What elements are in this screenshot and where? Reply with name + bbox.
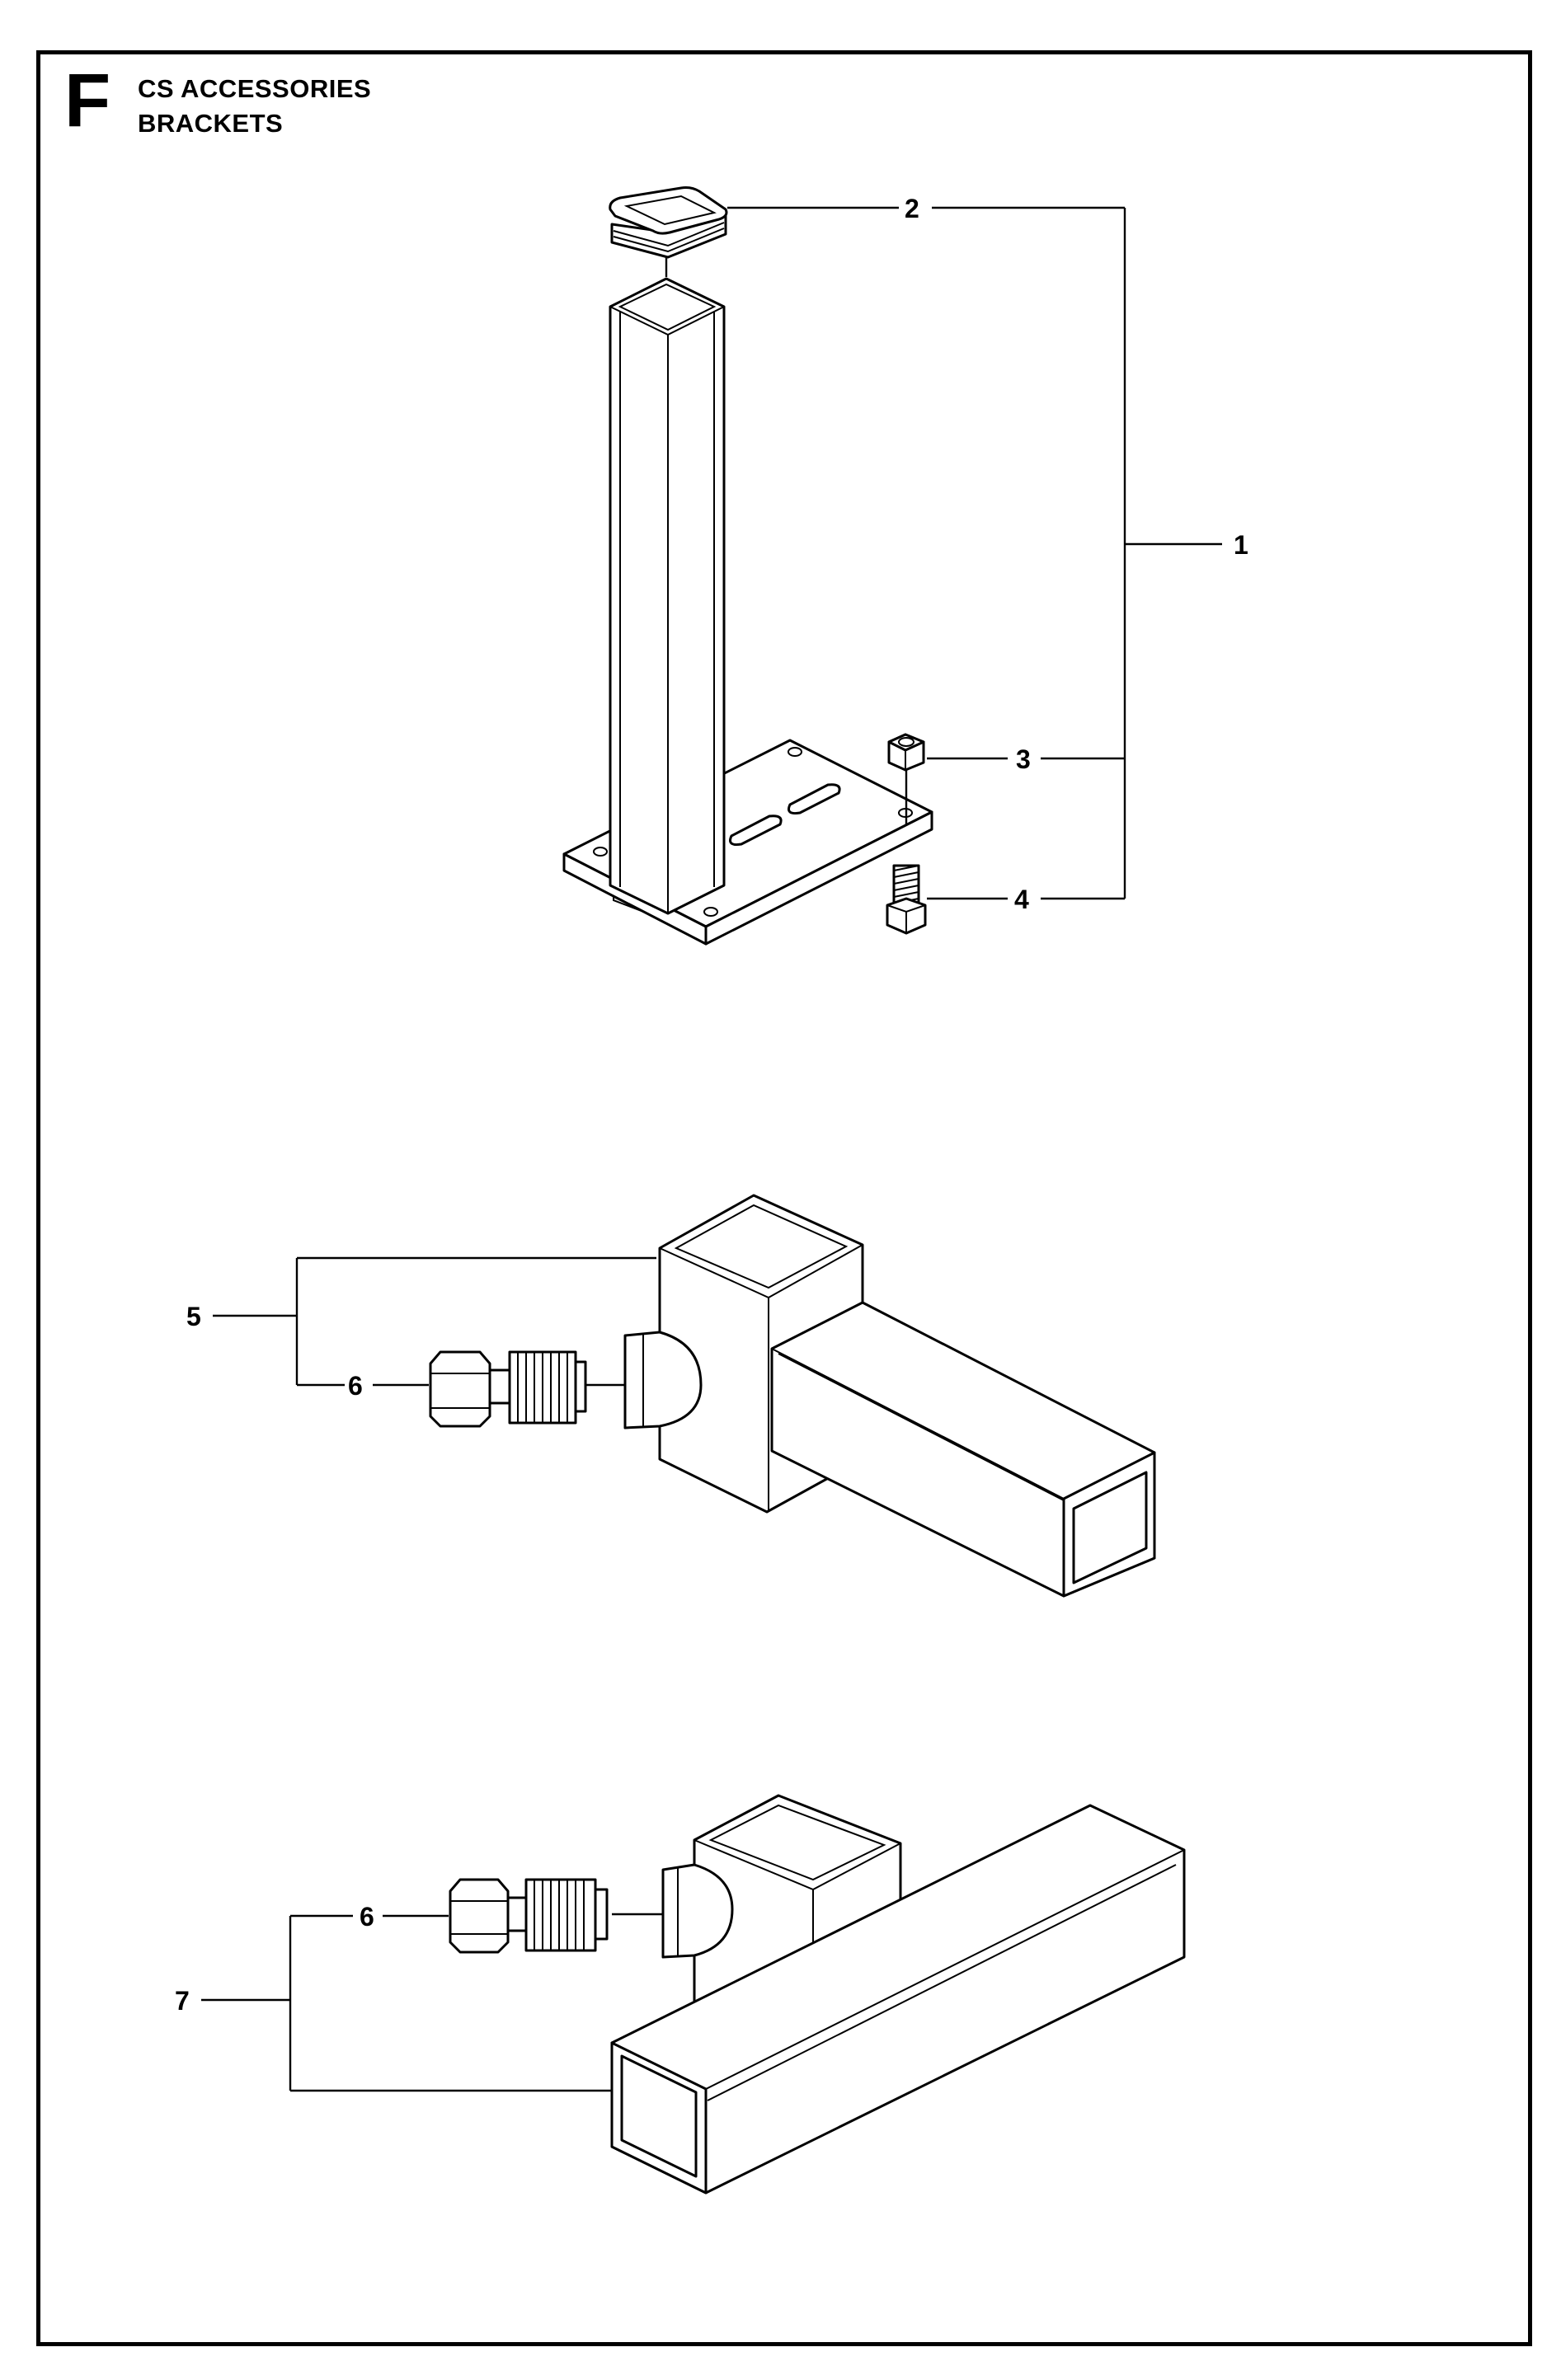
callout-1: 1 [1234,530,1248,560]
cross-t-screw [449,1878,609,1954]
end-cap [609,186,728,277]
title-line-2: BRACKETS [138,109,284,138]
square-post [609,277,726,915]
cross-horizontal-tube [610,1804,1186,2195]
leader-lines-assembly-1 [727,206,1222,900]
callout-6-upper: 6 [348,1371,363,1401]
threaded-boss [584,1331,703,1429]
cross-bracket-assembly: 6 7 [175,1794,1186,2195]
callout-5: 5 [186,1302,201,1331]
callout-3: 3 [1016,744,1031,774]
section-letter: F [64,59,111,143]
callout-6-lower: 6 [360,1902,374,1932]
leader-lines-assembly-2 [213,1256,656,1387]
t-screw [429,1350,587,1428]
leader-lines-assembly-3 [201,1914,612,2092]
callout-7: 7 [175,1986,190,2016]
title-line-1: CS ACCESSORIES [138,74,372,103]
callout-4: 4 [1014,885,1029,914]
drawing-frame [36,50,1532,2346]
callout-2: 2 [905,194,919,223]
post-bracket-assembly: 2 1 3 4 [562,186,1248,946]
hex-bolt [886,864,927,935]
horizontal-arm [770,1301,1156,1598]
hex-nut [887,733,925,824]
tee-bracket-assembly: 5 6 [186,1194,1156,1598]
cross-threaded-boss [612,1863,734,1959]
